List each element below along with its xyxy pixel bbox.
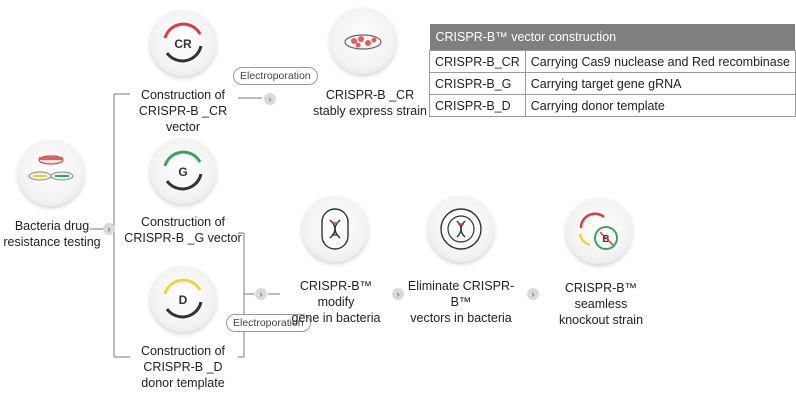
d-template-label-3: donor template bbox=[141, 376, 225, 390]
petri-dish-cells-icon bbox=[344, 34, 382, 50]
eliminate-icon-circle bbox=[428, 196, 494, 262]
d-letter: D bbox=[179, 293, 188, 307]
arrow-right-icon: › bbox=[264, 93, 276, 105]
d-template-label-2: CRISPR-B _D bbox=[143, 360, 223, 374]
petri-dish-icon bbox=[28, 155, 74, 181]
cr-vector-icon-circle: CR bbox=[150, 10, 216, 76]
bacteria-icon-circle bbox=[18, 140, 84, 206]
cell-dna-icon bbox=[440, 208, 482, 250]
electroporation-pill-top: Electroporation bbox=[233, 67, 318, 85]
table-row: CRISPR-B_G Carrying target gene gRNA bbox=[429, 72, 796, 95]
cr-vector-label-1: Construction of bbox=[140, 88, 226, 102]
g-letter: G bbox=[178, 165, 187, 179]
g-vector-label-1: Construction of bbox=[140, 215, 226, 229]
eliminate-label-2: vectors in bacteria bbox=[410, 311, 512, 325]
eliminate-label-1: Eliminate CRISPR-B™ bbox=[407, 279, 515, 309]
knockout-label-1: CRISPR-B™ seamless bbox=[564, 281, 638, 311]
arrow-right-icon: › bbox=[255, 288, 267, 300]
knockout-icon-circle: B bbox=[566, 198, 632, 264]
d-template-label-1: Construction of bbox=[140, 344, 226, 358]
cr-letter: CR bbox=[174, 37, 192, 51]
cr-strain-icon-circle bbox=[330, 8, 396, 74]
electroporation-pill-bottom: Electroporation bbox=[226, 314, 311, 332]
g-vector-icon-circle: G bbox=[150, 138, 216, 204]
table-title: CRISPR-B™ vector construction bbox=[429, 24, 796, 51]
cr-strain-label-2: stably express strain bbox=[313, 104, 427, 118]
d-plasmid-icon: D bbox=[163, 278, 203, 319]
arrow-right-icon: › bbox=[392, 288, 404, 300]
table-cell-name: CRISPR-B_CR bbox=[429, 50, 526, 73]
arrow-right-icon: › bbox=[103, 223, 115, 235]
cr-strain-label-1: CRISPR-B _CR bbox=[325, 88, 415, 102]
g-vector-label-2: CRISPR-B _G vector bbox=[124, 231, 242, 245]
modify-label-1: CRISPR-B™ modify bbox=[299, 279, 373, 309]
table-cell-name: CRISPR-B_G bbox=[429, 72, 526, 95]
bacterium-dna-icon bbox=[321, 208, 349, 250]
bacteria-label: Bacteria drug resistance testing bbox=[3, 219, 101, 249]
table-cell-desc: Carrying target gene gRNA bbox=[524, 72, 796, 95]
arrow-right-icon: › bbox=[527, 288, 539, 300]
b-letter: B bbox=[602, 234, 609, 245]
d-template-icon-circle: D bbox=[150, 266, 216, 332]
cr-vector-label-2: CRISPR-B _CR vector bbox=[138, 104, 228, 134]
g-plasmid-icon: G bbox=[163, 150, 203, 191]
table-row: CRISPR-B_CR Carrying Cas9 nuclease and R… bbox=[429, 50, 796, 73]
vector-construction-table: CRISPR-B™ vector construction CRISPR-B_C… bbox=[429, 24, 796, 117]
table-row: CRISPR-B_D Carrying donor template bbox=[429, 94, 796, 117]
table-cell-desc: Carrying Cas9 nuclease and Red recombina… bbox=[524, 50, 796, 73]
modify-icon-circle bbox=[302, 196, 368, 262]
modify-label-2: gene in bacteria bbox=[291, 311, 381, 325]
cr-plasmid-icon: CR bbox=[163, 22, 203, 63]
knockout-label-2: knockout strain bbox=[558, 313, 644, 327]
table-cell-desc: Carrying donor template bbox=[524, 94, 796, 117]
knockout-plasmid-icon: B bbox=[578, 212, 618, 250]
table-cell-name: CRISPR-B_D bbox=[429, 94, 526, 117]
